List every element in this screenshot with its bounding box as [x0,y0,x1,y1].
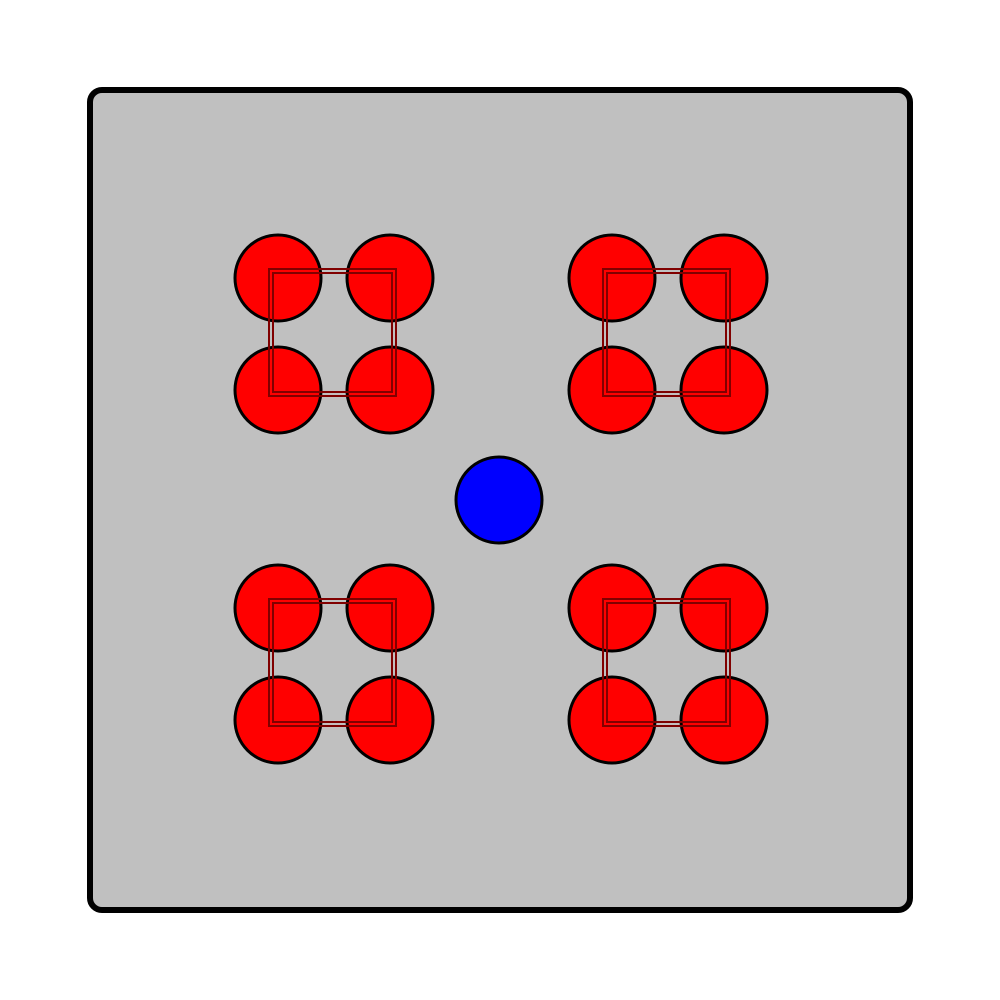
cluster-frame-inner [606,602,727,723]
cluster-circle [567,563,657,653]
clusters-layer [233,233,769,765]
cluster-circle [567,345,657,435]
cluster-circle [567,675,657,765]
center-marker [454,455,544,545]
cluster-circle [345,345,435,435]
cluster-top-left [233,233,435,435]
cluster-circle [679,563,769,653]
cluster-circle [567,233,657,323]
cluster-circle [345,233,435,323]
cluster-circle [233,345,323,435]
cluster-circle [679,345,769,435]
cluster-top-right [567,233,769,435]
cluster-circle [233,675,323,765]
cluster-bottom-right [567,563,769,765]
cluster-circle [679,675,769,765]
cluster-frame-inner [606,272,727,393]
cluster-frame-outer [602,268,731,397]
cluster-frame-outer [602,598,731,727]
cluster-frame-outer [268,268,397,397]
cluster-bottom-left [233,563,435,765]
cluster-circle [679,233,769,323]
cluster-circle [345,675,435,765]
cluster-frame-inner [272,602,393,723]
cluster-frame-outer [268,598,397,727]
cluster-circle [345,563,435,653]
cluster-circle [233,233,323,323]
cluster-frame-inner [272,272,393,393]
cluster-circle [233,563,323,653]
